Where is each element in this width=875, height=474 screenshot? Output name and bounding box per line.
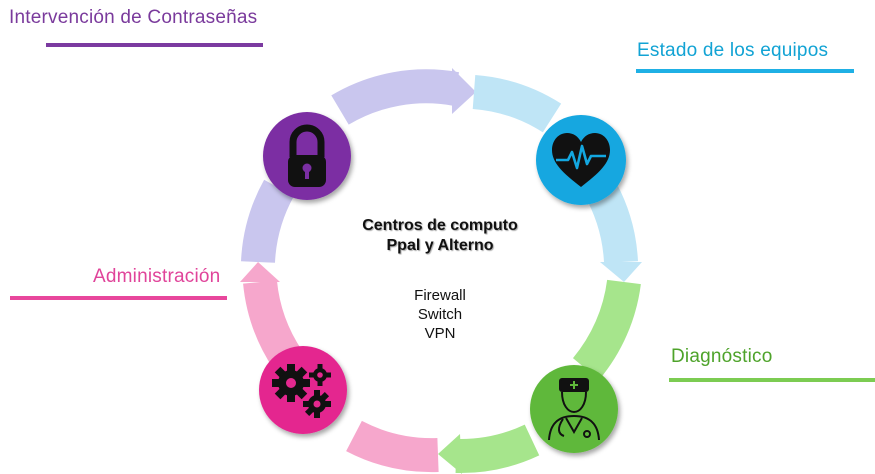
- center-item-vpn: VPN: [424, 325, 456, 342]
- arc-arrow-bottom: [455, 424, 540, 474]
- gears-icon: [272, 364, 331, 418]
- arc-arrow-top: [331, 69, 460, 125]
- label-equipment-status: Estado de los equipos: [637, 40, 829, 61]
- arc-arrow-top-right: [472, 75, 562, 133]
- arc-arrowhead-top: [452, 68, 476, 114]
- underline-diagnostic: [669, 378, 875, 382]
- lock-icon: [288, 124, 326, 187]
- arc-arrow-lower-right: [572, 279, 641, 380]
- underline-equipment-status: [636, 69, 854, 73]
- center-title: Centros de computo Ppal y Alterno: [320, 216, 560, 256]
- node-gears: [259, 346, 347, 434]
- arc-arrow-left-lower: [243, 279, 303, 370]
- center-item-firewall: Firewall: [414, 287, 466, 304]
- underline-password-intervention: [46, 43, 263, 47]
- arc-arrowhead-left: [240, 262, 280, 282]
- underline-administration: [10, 296, 227, 300]
- doctor-icon: [548, 378, 600, 441]
- center-title-line1: Centros de computo: [362, 217, 518, 234]
- center-item-switch: Switch: [417, 306, 463, 323]
- node-lock: [263, 112, 351, 200]
- node-heart: [536, 115, 626, 205]
- arc-arrowhead-bottom: [438, 434, 462, 474]
- arc-arrow-left-upper: [241, 179, 295, 264]
- label-administration: Administración: [93, 266, 221, 287]
- label-diagnostic: Diagnóstico: [671, 346, 773, 367]
- center-title-line2: Ppal y Alterno: [386, 237, 494, 254]
- heart-pulse-icon: [552, 133, 610, 187]
- center-items-list: Firewall Switch VPN: [320, 286, 560, 343]
- arc-arrowhead-right: [600, 262, 642, 282]
- arc-arrow-bottom-left: [346, 420, 439, 473]
- node-doctor: [530, 365, 618, 453]
- label-password-intervention: Intervención de Contraseñas: [9, 7, 258, 28]
